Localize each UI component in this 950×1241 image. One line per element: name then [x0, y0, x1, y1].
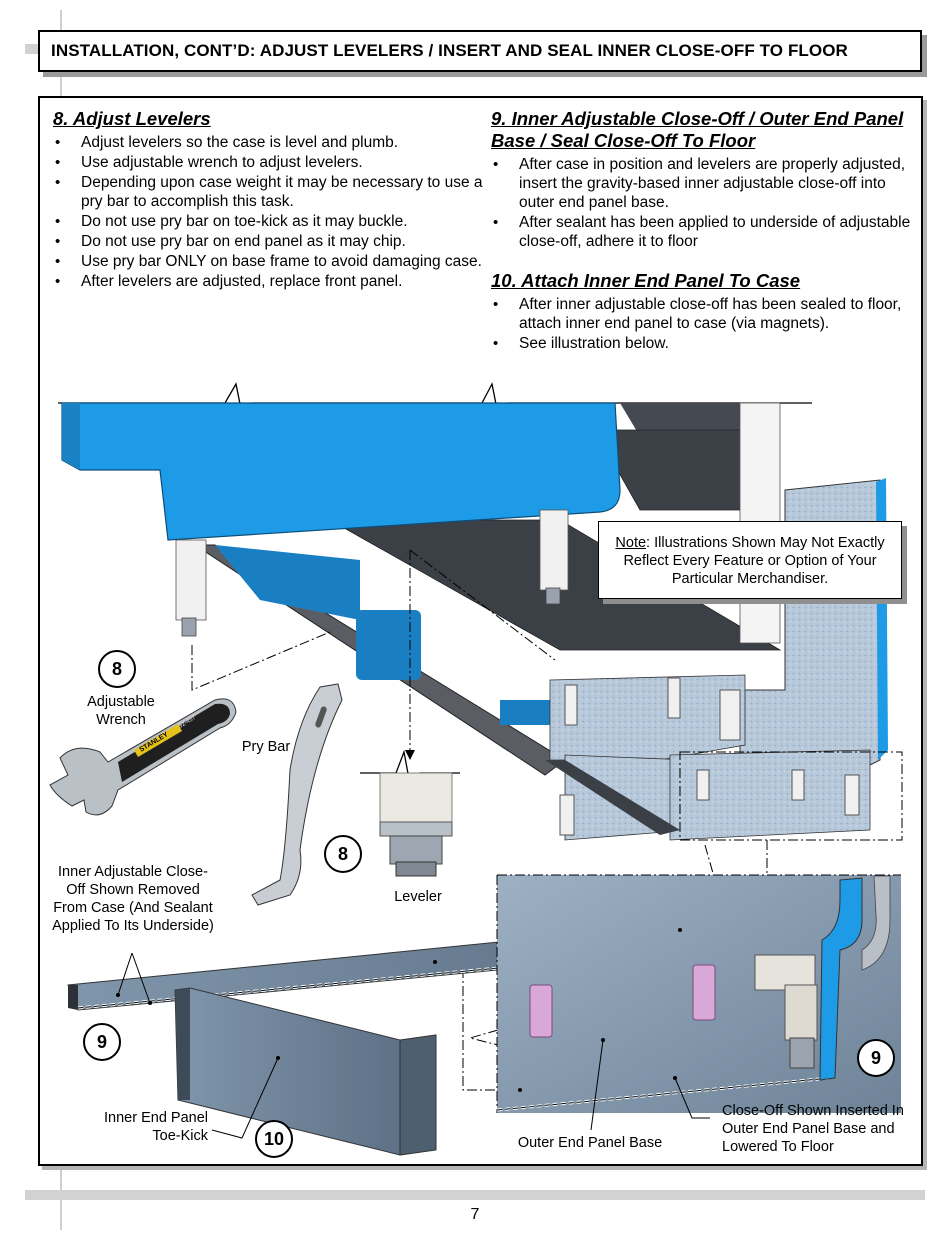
list-item: Do not use pry bar on toe-kick as it may… — [53, 212, 483, 231]
list-item: Depending upon case weight it may be nec… — [53, 173, 483, 211]
section-close-off: 9. Inner Adjustable Close-Off / Outer En… — [491, 108, 911, 354]
callout-9-right: 9 — [857, 1039, 895, 1077]
callout-10: 10 — [255, 1120, 293, 1158]
section-8-list: Adjust levelers so the case is level and… — [53, 133, 483, 291]
inner-end-panel-label: Inner End Panel Toe-Kick — [104, 1110, 208, 1144]
list-item: Do not use pry bar on end panel as it ma… — [53, 232, 483, 251]
section-8-heading: 8. Adjust Levelers — [53, 108, 211, 129]
section-10-heading: 10. Attach Inner End Panel To Case — [491, 270, 801, 291]
list-item: After levelers are adjusted, replace fro… — [53, 272, 483, 291]
list-item: After case in position and levelers are … — [491, 155, 911, 212]
close-off-inserted-label: Close-Off Shown Inserted In Outer End Pa… — [722, 1103, 904, 1155]
inner-end-panel — [174, 987, 437, 1156]
callout-8-wrench: 8 — [98, 650, 136, 688]
leader-arrow — [405, 750, 415, 760]
leveler-label: Leveler — [394, 889, 442, 905]
pry-bar-image — [251, 683, 343, 906]
outer-end-panel-label: Outer End Panel Base — [517, 1135, 663, 1151]
section-attach-end-panel: 10. Attach Inner End Panel To Case After… — [491, 270, 911, 353]
section-9-list: After case in position and levelers are … — [491, 155, 911, 251]
list-item: After sealant has been applied to unders… — [491, 213, 911, 251]
list-item: After inner adjustable close-off has bee… — [491, 295, 911, 333]
note-text: : Illustrations Shown May Not Exactly Re… — [623, 535, 885, 587]
section-header: INSTALLATION, CONT’D: ADJUST LEVELERS / … — [38, 30, 922, 72]
list-item: See illustration below. — [491, 334, 911, 353]
section-10-list: After inner adjustable close-off has bee… — [491, 295, 911, 353]
case-assembly — [61, 402, 888, 841]
inner-close-off-label: Inner Adjustable Close-Off Shown Removed… — [52, 864, 214, 934]
wrench-label: Adjustable Wrench — [87, 694, 155, 728]
list-item: Use adjustable wrench to adjust levelers… — [53, 153, 483, 172]
outer-end-panel — [496, 874, 901, 1113]
section-9-heading: 9. Inner Adjustable Close-Off / Outer En… — [491, 108, 904, 151]
section-adjust-levelers: 8. Adjust Levelers Adjust levelers so th… — [53, 108, 483, 292]
page-title: INSTALLATION, CONT’D: ADJUST LEVELERS / … — [51, 41, 848, 60]
installation-illustration: STANLEY 92-457 — [49, 382, 903, 1156]
label-leaders — [117, 952, 710, 1139]
pry-bar-label: Pry Bar — [241, 739, 291, 755]
callout-8-pry-bar: 8 — [324, 835, 362, 873]
page-number: 7 — [470, 1206, 480, 1223]
list-item: Use pry bar ONLY on base frame to avoid … — [53, 252, 483, 271]
note-lead: Note — [615, 535, 647, 551]
leveler-detail — [360, 749, 460, 877]
footer-rule — [25, 1190, 925, 1200]
list-item: Adjust levelers so the case is level and… — [53, 133, 483, 152]
note-box: Note: Illustrations Shown May Not Exactl… — [598, 521, 902, 599]
wrench-image: STANLEY 92-457 — [49, 698, 237, 816]
callout-9-left: 9 — [83, 1023, 121, 1061]
leader-dots — [116, 928, 682, 1092]
